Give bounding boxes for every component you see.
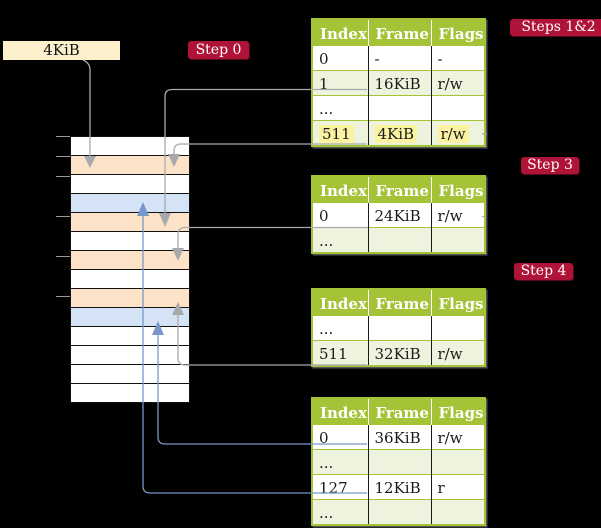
badge-step-3: Step 3 [521,157,579,174]
column-header-index: Index [312,289,369,316]
badge-step-4: Step 4 [514,263,573,280]
memory-offset-tick [56,156,70,157]
table-cell: 24KiB [368,202,432,228]
table-cell: 4KiB [368,120,432,146]
table-cell: 127 [312,474,369,500]
column-header-flags: Flags [431,19,485,46]
table-cell: 0 [312,202,369,228]
table-cell: 1 [312,70,369,96]
memory-offset-tick [56,296,70,297]
table-cell [368,449,432,475]
table-cell [431,316,485,341]
memory-row-orange [70,155,190,175]
table-cell: r/w [431,340,485,366]
table-cell: r/w [437,429,463,447]
physical-memory-column [70,136,190,403]
table-cell: - [437,50,443,68]
table-cell: ... [312,449,369,475]
table-cell: 511 [312,120,369,146]
table-row: ... [312,449,485,475]
table-cell [431,449,485,475]
table-cell: 0 [312,45,369,71]
table-cell [431,227,485,253]
column-header-frame: Frame [368,289,432,316]
badge-steps-1-2: Steps 1&2 [510,19,601,36]
table-cell [368,227,432,253]
column-header-flags: Flags [431,176,485,203]
memory-offset-tick [56,216,70,217]
table-cell: 12KiB [368,474,432,500]
column-header-frame: Frame [368,176,432,203]
table-cell: 16KiB [368,70,432,96]
table-cell: ... [312,227,369,253]
memory-row-white [70,231,190,251]
table-cell: 511 [312,340,369,366]
table-cell: r/w [431,120,485,146]
table-cell: - [368,45,432,71]
memory-row-orange [70,250,190,270]
table-cell [368,499,432,525]
memory-row-white [70,345,190,365]
column-header-flags: Flags [431,289,485,316]
table-cell [368,95,432,121]
table-cell [431,499,485,525]
column-header-frame: Frame [368,398,432,425]
column-header-index: Index [312,398,369,425]
memory-row-orange [70,288,190,308]
table-cell: ... [312,499,369,525]
table-cell [431,96,485,121]
memory-row-white [70,136,190,156]
memory-offset-tick [56,256,70,257]
cr3-frame-address-box: 4KiB [3,41,120,60]
column-header-index: Index [312,176,369,203]
highlighted-value: r/w [437,125,469,143]
memory-row-blue [70,307,190,327]
table-row: 511 4KiB r/w [312,120,485,146]
table-row: 0-- [312,45,485,71]
memory-row-white [70,326,190,346]
table-row: ... [312,499,485,525]
memory-offset-tick [56,136,70,137]
table-cell: 0 [312,424,369,450]
column-header-frame: Frame [368,19,432,46]
table-row: ... [312,95,485,121]
memory-row-white [70,383,190,403]
highlighted-value: 4KiB [374,125,418,143]
table-cell: r/w [437,207,463,225]
memory-offset-tick [56,176,70,177]
table-cell: ... [312,315,369,341]
column-header-index: Index [312,19,369,46]
table-cell: ... [312,95,369,121]
memory-row-blue [70,193,190,213]
table-row: ... [312,227,485,253]
table-row: ... [312,315,485,341]
table-cell: r [437,479,445,497]
table-cell: r/w [431,70,485,96]
badge-step-0: Step 0 [188,41,249,59]
table-cell: 32KiB [368,340,432,366]
memory-row-white [70,269,190,289]
memory-row-white [70,364,190,384]
highlighted-value: 511 [319,125,354,143]
memory-row-white [70,174,190,194]
column-header-flags: Flags [431,398,485,425]
table-cell: 36KiB [368,424,432,450]
memory-row-orange [70,212,190,232]
table-cell [368,315,432,341]
